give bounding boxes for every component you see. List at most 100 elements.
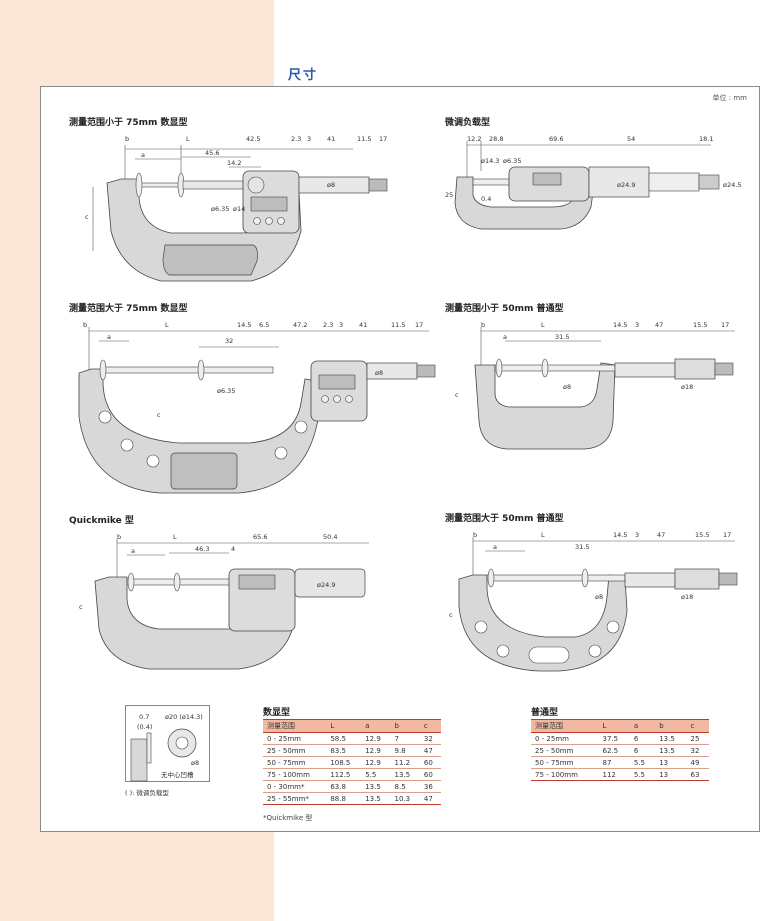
table-cell: 10.3 (390, 792, 420, 805)
dim-label: c (157, 411, 161, 419)
table-cell: 58.5 (326, 732, 362, 745)
table-cell: 112 (598, 768, 630, 781)
table-header-row: 测量范围 L a b c (263, 719, 441, 733)
dim-label: 50.4 (323, 533, 337, 541)
dim-label: 15.5 (693, 321, 707, 329)
dim-label: c (85, 213, 89, 221)
table-cell: 83.5 (326, 744, 362, 757)
section-title-digital-under-75: 测量范围小于 75mm 数显型 (69, 118, 188, 128)
dim-label: ø8 (563, 383, 571, 391)
dim-label: ø8 (595, 593, 603, 601)
table-cell: 13.5 (655, 732, 687, 745)
column-header: 测量范围 (263, 719, 327, 733)
dim-label: 41 (359, 321, 367, 329)
dim-label: 46.3 (195, 545, 209, 553)
table-cell: 12.9 (361, 744, 391, 757)
dim-label: ø24.9 (617, 181, 635, 189)
table-cell: 49 (686, 756, 709, 769)
dim-label: 14.5 (613, 321, 627, 329)
table-cell: 63 (686, 768, 709, 781)
dim-label: ø24.9 (317, 581, 335, 589)
section-title-fine-load: 微调负载型 (445, 118, 491, 128)
table-cell: 47 (419, 744, 441, 757)
column-header: c (419, 719, 441, 733)
dim-label: ø20 (ø14.3) (165, 713, 203, 721)
dim-label: 3 (307, 135, 311, 143)
dim-label: 65.6 (253, 533, 267, 541)
table-cell: 13 (655, 768, 687, 781)
table-cell: 50 - 75mm (263, 756, 327, 769)
dim-label: 3 (339, 321, 343, 329)
table-cell: 13.5 (361, 792, 391, 805)
table-cell: 32 (686, 744, 709, 757)
drawing-quickmike: b a L 65.6 50.4 46.3 4 ø24.9 c (79, 533, 369, 670)
table-cell: 108.5 (326, 756, 362, 769)
table-cell: 9.8 (390, 744, 420, 757)
table-cell: 37.5 (598, 732, 630, 745)
table-cell: 63.8 (326, 780, 362, 793)
dim-label: L (173, 533, 177, 541)
dim-label: L (186, 135, 190, 143)
unit-label: 单位 : mm (712, 94, 747, 102)
table-cell: 0 - 25mm (263, 732, 327, 745)
table-cell: 88.8 (326, 792, 362, 805)
dim-label: 31.5 (555, 333, 569, 341)
dim-label: 6.5 (259, 321, 269, 329)
dim-label: 0.4 (481, 195, 491, 203)
dim-label: a (131, 547, 135, 555)
standard-table-title: 普通型 (531, 708, 559, 718)
dim-label: L (541, 321, 545, 329)
dim-label: 无中心凹槽 (161, 770, 194, 779)
column-header: L (598, 719, 630, 733)
table-cell: 32 (419, 732, 441, 745)
dim-label: a (141, 151, 145, 159)
dim-label: 54 (627, 135, 635, 143)
dim-label: ø14 (233, 205, 245, 213)
digital-table-footnote: *Quickmike 型 (263, 814, 313, 822)
dim-label: 17 (379, 135, 387, 143)
table-cell: 75 - 100mm (531, 768, 599, 781)
table-cell: 5.5 (629, 768, 656, 781)
dim-label: 47 (655, 321, 663, 329)
drawing-digital-under-75: b a L 42.5 2.3 3 41 11.5 17 45.6 14.2 ø8… (85, 135, 388, 282)
table-header-row: 测量范围 L a b c (531, 719, 709, 733)
table-cell: 25 - 50mm (263, 744, 327, 757)
dim-label: 41 (327, 135, 335, 143)
dim-label: b (83, 321, 87, 329)
table-cell: 13.5 (361, 780, 391, 793)
dim-label: 14.2 (227, 159, 241, 167)
page-title: 尺寸 (288, 68, 319, 83)
table-cell: 60 (419, 756, 441, 769)
dim-label: 14.5 (237, 321, 251, 329)
dim-label: 17 (723, 531, 731, 539)
dim-label: 2.3 (291, 135, 301, 143)
table-cell: 36 (419, 780, 441, 793)
section-title-standard-under-50: 测量范围小于 50mm 普通型 (445, 304, 564, 314)
table-cell: 5.5 (629, 756, 656, 769)
table-cell: 13 (655, 756, 687, 769)
dim-label: 11.5 (357, 135, 371, 143)
table-cell: 13.5 (390, 768, 420, 781)
table-cell: 12.9 (361, 756, 391, 769)
column-header: c (686, 719, 709, 733)
dim-label: ø18 (681, 383, 693, 391)
table-cell: 50 - 75mm (531, 756, 599, 769)
table-cell: 112.5 (326, 768, 362, 781)
table-cell: 0 - 30mm* (263, 780, 327, 793)
column-header: L (326, 719, 362, 733)
drawing-fine-load: 12.2 28.8 69.6 54 18.1 ø14.3 ø6.35 ø24.9… (445, 135, 741, 230)
dim-label: b (473, 531, 477, 539)
dim-label: b (125, 135, 129, 143)
column-header: a (361, 719, 391, 733)
table-cell: 87 (598, 756, 630, 769)
dim-label: c (79, 603, 83, 611)
table-cell: 62.5 (598, 744, 630, 757)
column-header: a (629, 719, 656, 733)
dim-label: ø8 (375, 369, 383, 377)
dim-label: ø6.35 (211, 205, 229, 213)
